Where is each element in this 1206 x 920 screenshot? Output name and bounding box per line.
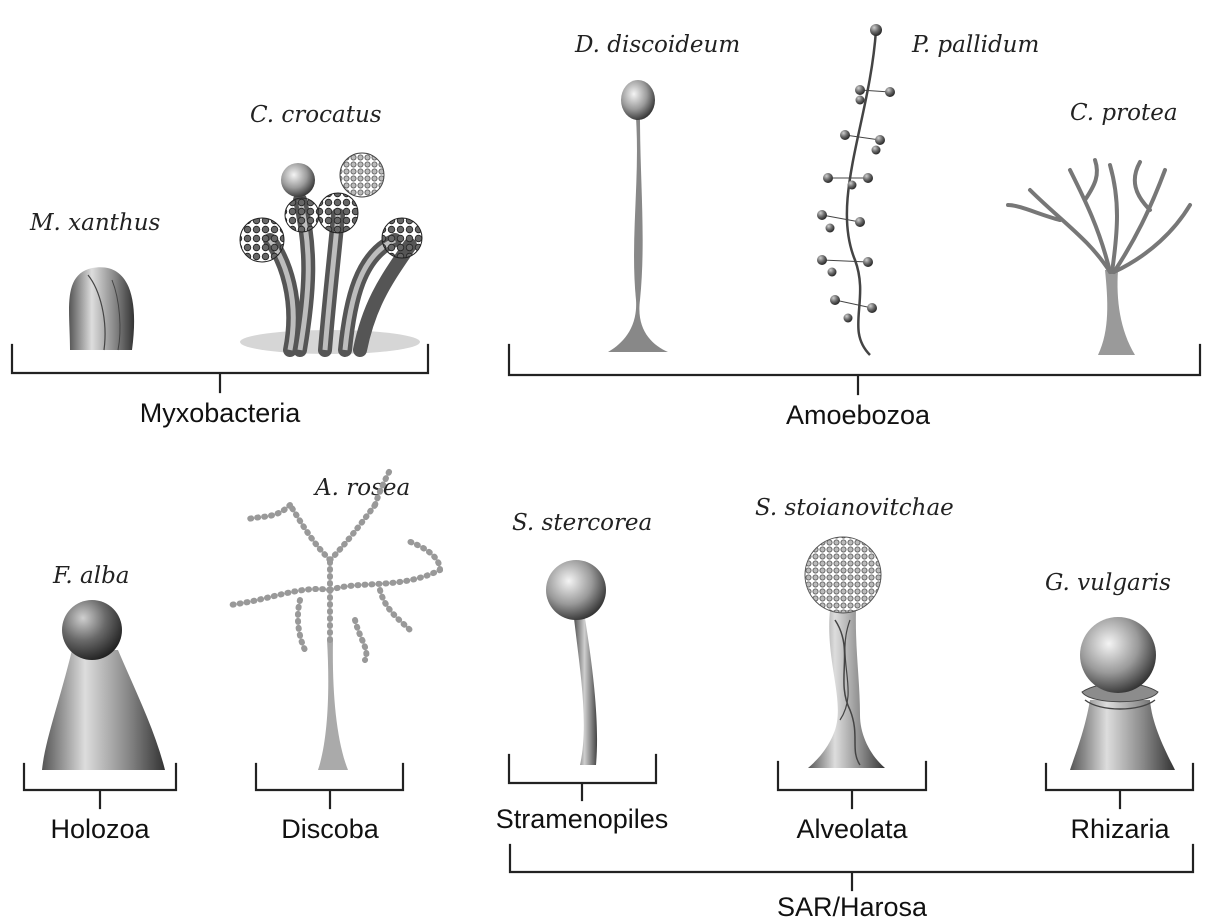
label-c-protea: C. protea [1070,100,1178,126]
bracket-holozoa [24,764,176,808]
group-rhizaria: Rhizaria [1070,814,1170,844]
group-sar: SAR/Harosa [777,892,928,920]
group-discoba: Discoba [281,814,380,844]
label-m-xanthus: M. xanthus [29,210,161,236]
group-holozoa: Holozoa [50,814,150,844]
label-c-crocatus: C. crocatus [250,102,382,128]
label-d-discoideum: D. discoideum [574,32,740,58]
p-pallidum-illustration [817,24,895,355]
s-stercorea-illustration [546,560,606,765]
bracket-amoebozoa [509,345,1200,394]
bracket-discoba [256,764,403,808]
a-rosea-illustration [230,470,440,770]
group-alveolata: Alveolata [796,814,908,844]
group-amoebozoa: Amoebozoa [786,400,931,430]
group-myxobacteria: Myxobacteria [140,398,302,428]
d-discoideum-illustration [608,80,668,352]
group-stramenopiles: Stramenopiles [496,804,669,834]
bracket-rhizaria [1046,764,1193,808]
m-xanthus-illustration [69,267,134,350]
c-protea-illustration [1008,160,1190,355]
label-g-vulgaris: G. vulgaris [1045,570,1171,596]
s-stoianovitchae-illustration [805,537,885,768]
g-vulgaris-illustration [1070,617,1175,770]
label-f-alba: F. alba [52,563,130,589]
bracket-alveolata [778,762,926,808]
label-s-stoianovitchae: S. stoianovitchae [755,495,954,521]
label-p-pallidum: P. pallidum [911,32,1039,58]
bracket-sar [510,845,1193,890]
label-a-rosea: A. rosea [313,475,410,501]
label-s-stercorea: S. stercorea [512,510,652,536]
f-alba-illustration [42,600,165,770]
c-crocatus-illustration [240,153,422,354]
